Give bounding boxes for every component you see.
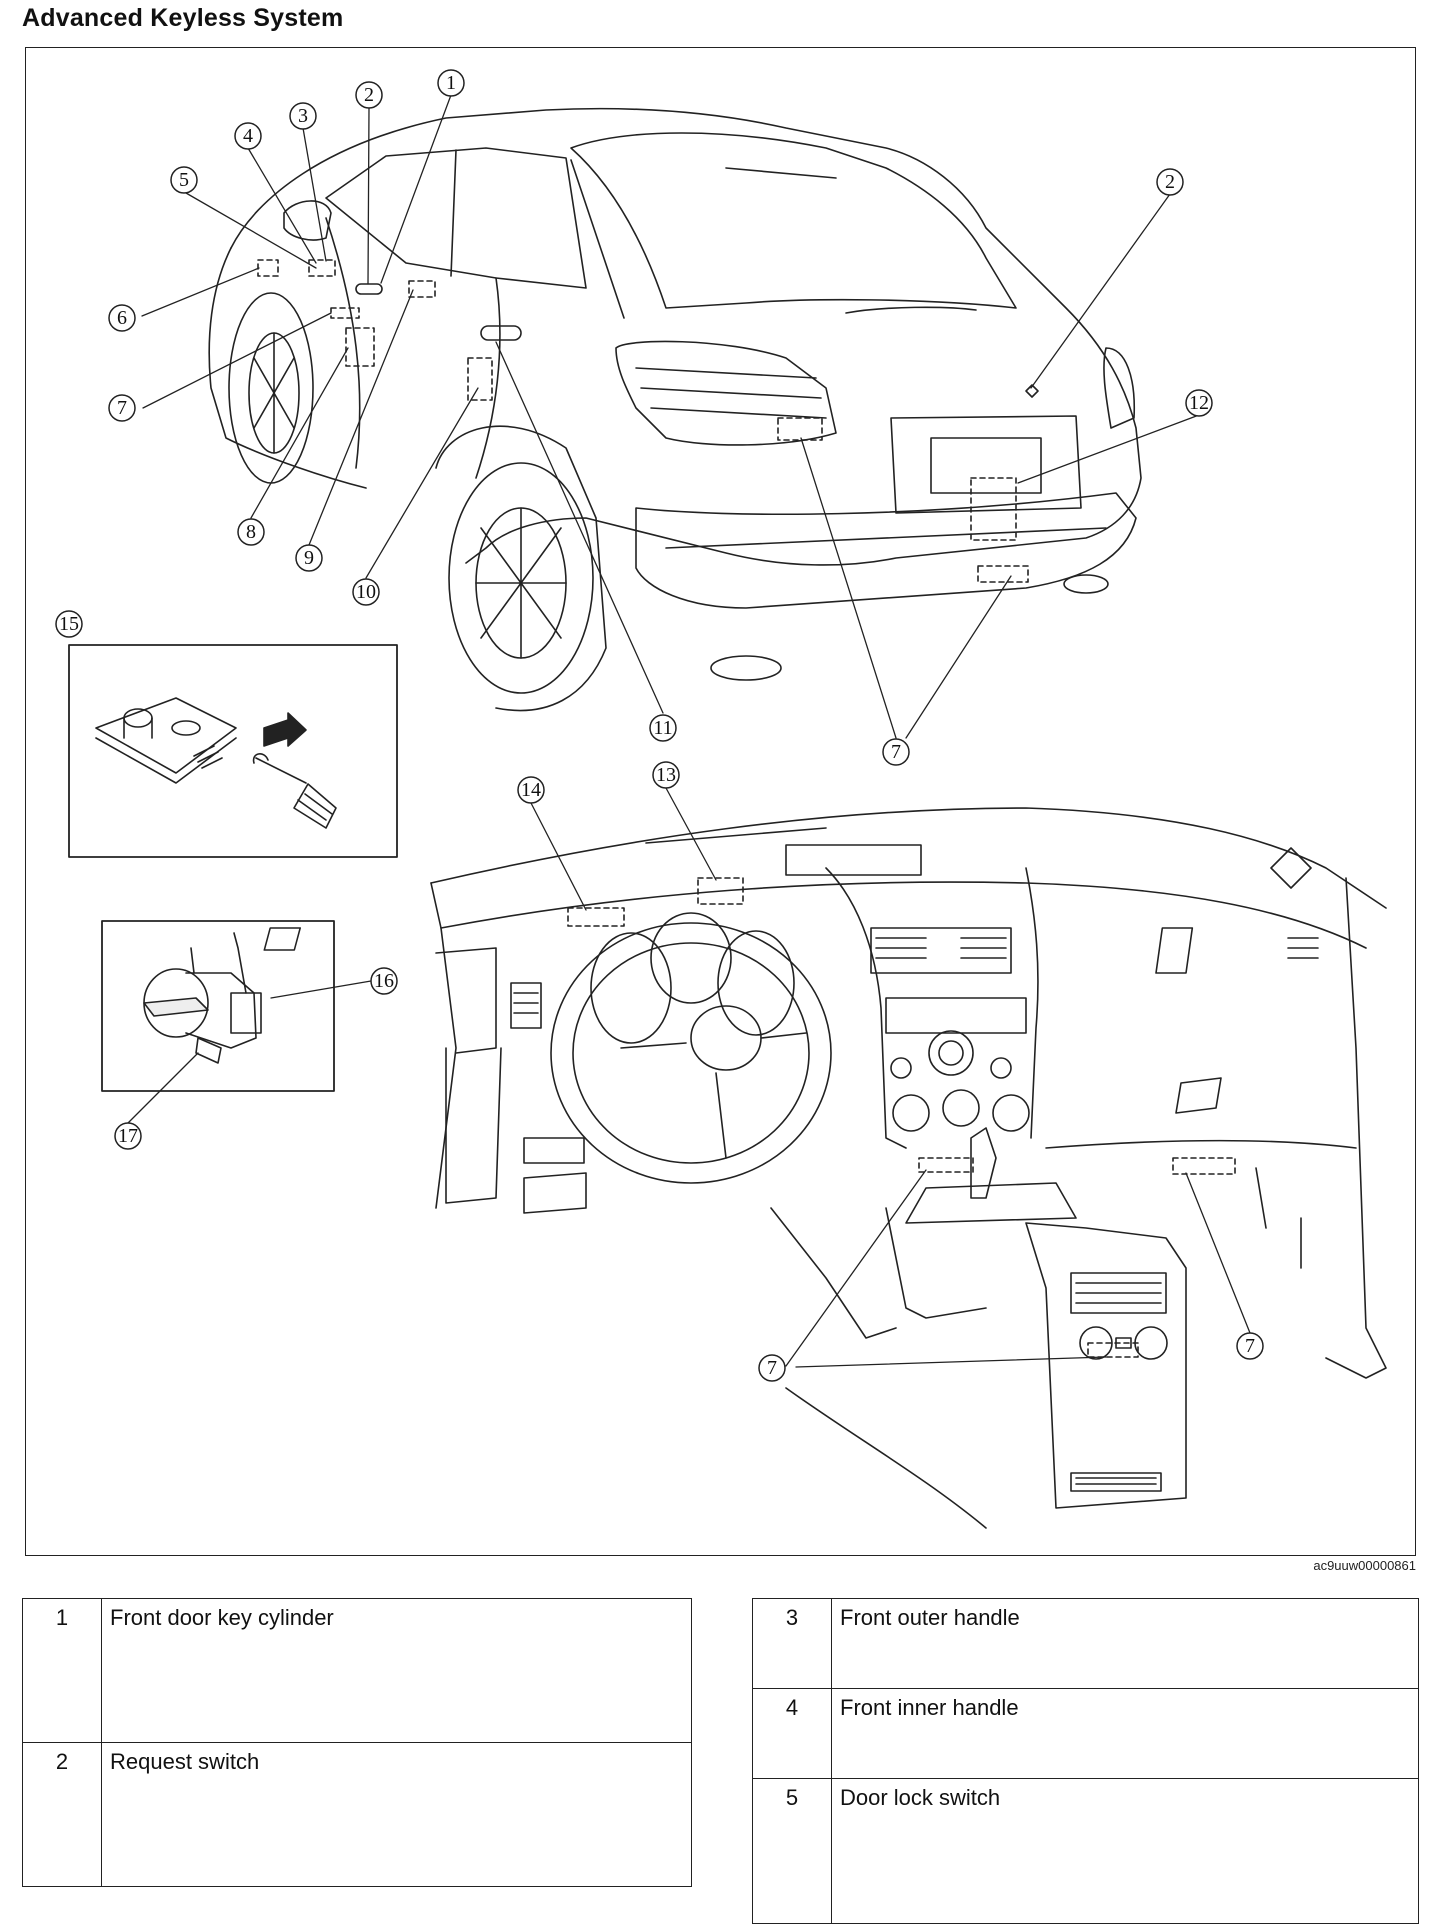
callout-number: 8 — [246, 521, 256, 543]
legend-number: 3 — [752, 1598, 832, 1689]
legend-table-left: 1 Front door key cylinder 2 Request swit… — [22, 1598, 692, 1887]
callout-circle — [55, 610, 83, 638]
table-row: 2 Request switch — [22, 1742, 692, 1887]
callout-number: 13 — [656, 764, 676, 786]
legend-number: 5 — [752, 1778, 832, 1924]
legend-label: Front inner handle — [831, 1688, 1419, 1779]
callout-number: 5 — [179, 169, 189, 191]
callout-circle — [108, 394, 136, 422]
legend-label: Door lock switch — [831, 1778, 1419, 1924]
legend-number: 2 — [22, 1742, 102, 1887]
interior-location-markers — [567, 877, 1236, 1358]
callout-number: 12 — [1189, 392, 1209, 414]
callout-circle — [114, 1122, 142, 1150]
callout-circle — [437, 69, 465, 97]
callout-number: 7 — [891, 741, 901, 763]
callout-number: 3 — [298, 105, 308, 127]
callout-number: 2 — [364, 84, 374, 106]
callout-number: 1 — [446, 72, 456, 94]
callout-circle — [355, 81, 383, 109]
figure-id: ac9uuw00000861 — [1313, 1558, 1416, 1573]
table-row: 1 Front door key cylinder — [22, 1598, 692, 1743]
legend-label: Front outer handle — [831, 1598, 1419, 1689]
legend-label: Request switch — [101, 1742, 692, 1887]
callout-circle — [352, 578, 380, 606]
callout-number: 11 — [653, 717, 672, 739]
callout-number: 7 — [1245, 1335, 1255, 1357]
callout-number: 9 — [304, 547, 314, 569]
table-row: 4 Front inner handle — [752, 1688, 1419, 1779]
start-knob-inset — [101, 920, 335, 1092]
dashboard-illustration — [263, 807, 1387, 1529]
callout-circle — [1156, 168, 1184, 196]
callout-number: 7 — [767, 1357, 777, 1379]
table-row: 3 Front outer handle — [752, 1598, 1419, 1689]
callout-circle — [237, 518, 265, 546]
legend-number: 4 — [752, 1688, 832, 1779]
callout-number: 6 — [117, 307, 127, 329]
callout-circle — [295, 544, 323, 572]
callout-number: 7 — [117, 397, 127, 419]
callout-number: 10 — [356, 581, 376, 603]
callout-circle — [234, 122, 262, 150]
callout-circle — [649, 714, 677, 742]
callout-circle — [370, 967, 398, 995]
vehicle-exterior-illustration — [208, 107, 1142, 712]
callout-number: 15 — [59, 613, 79, 635]
callout-circle — [108, 304, 136, 332]
component-location-markers — [257, 259, 1029, 583]
card-key-inset — [68, 644, 398, 858]
callout-circle — [289, 102, 317, 130]
callout-circle — [170, 166, 198, 194]
callout-number: 14 — [521, 779, 541, 801]
callout-circle — [517, 776, 545, 804]
callout-number: 4 — [243, 125, 253, 147]
legend-table-right: 3 Front outer handle 4 Front inner handl… — [752, 1598, 1419, 1924]
callout-circle — [1236, 1332, 1264, 1360]
table-row: 5 Door lock switch — [752, 1778, 1419, 1924]
callout-circle — [758, 1354, 786, 1382]
callout-circle — [652, 761, 680, 789]
callout-circle — [1185, 389, 1213, 417]
callout-circle — [882, 738, 910, 766]
leader-lines — [127, 94, 1251, 1368]
callout-number: 17 — [118, 1125, 138, 1147]
callout-number: 16 — [374, 970, 394, 992]
callout-number: 2 — [1165, 171, 1175, 193]
legend-number: 1 — [22, 1598, 102, 1743]
page-title: Advanced Keyless System — [22, 4, 344, 32]
legend-label: Front door key cylinder — [101, 1598, 692, 1743]
